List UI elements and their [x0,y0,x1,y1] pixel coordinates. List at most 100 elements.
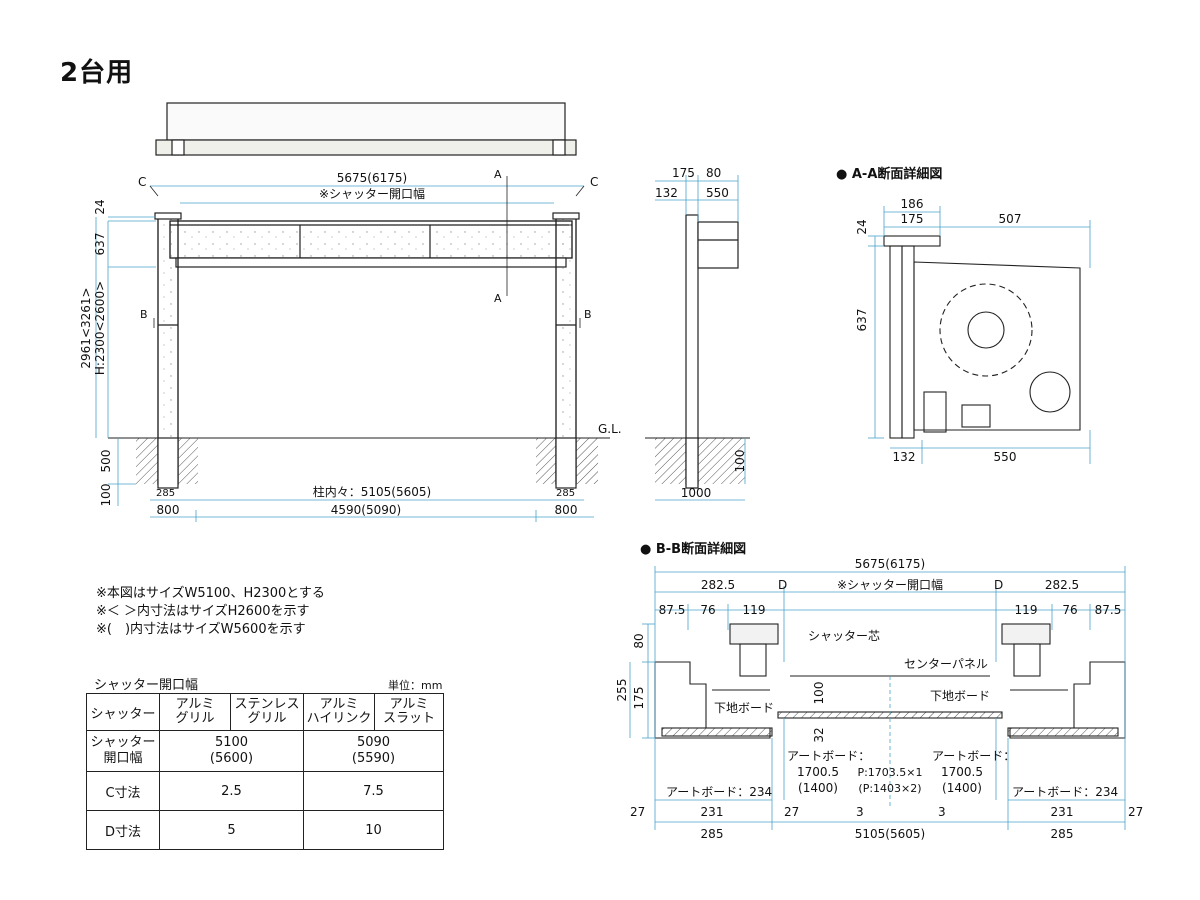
aa-550: 550 [994,450,1017,464]
bb-282-right: 282.5 [1045,578,1079,592]
dim-800-right: 800 [555,503,578,517]
table-caption: シャッター開口幅 [94,678,199,693]
aa-507: 507 [999,212,1022,226]
label-c-left: C [138,175,146,189]
bb-231-right: 231 [1051,805,1074,819]
bb-76-left: 76 [700,603,715,617]
bb-base-board-left: 下地ボード [714,701,774,715]
label-c-right: C [590,175,598,189]
side-1000: 1000 [681,486,712,500]
label-b-right: B [584,308,592,321]
dim-4590: 4590(5090) [331,503,401,517]
row-open-label: シャッター 開口幅 [86,730,160,772]
bb-80: 80 [632,633,646,648]
bb-inner: 5105(5605) [855,827,925,841]
bb-art-right-label: アートボード： [932,749,1015,763]
aa-637: 637 [855,309,869,332]
note-2: ※＜ ＞内寸法はサイズH2600を示す [96,604,310,619]
bb-total: 5675(6175) [855,557,925,571]
note-1: ※本図はサイズW5100、H2300とする [96,586,325,601]
dim-800-left: 800 [157,503,180,517]
bb-d-right: D [994,578,1003,592]
open-grill: 5100 (5600) [159,730,304,772]
aa-175: 175 [901,212,924,226]
bb-875-left: 87.5 [659,603,686,617]
open-other: 5090 (5590) [303,730,444,772]
table-corner: シャッター [86,693,160,731]
bb-119-right: 119 [1015,603,1038,617]
bb-art-1400-left: (1400) [798,781,838,795]
col-grill-stainless: ステンレス グリル [230,693,304,731]
page-title: 2台用 [60,58,134,88]
bb-base-board-right: 下地ボード [930,689,990,703]
c-other: 7.5 [303,771,444,811]
bb-center-panel: センターパネル [904,657,988,671]
bb-art-1700-right: 1700.5 [941,765,983,779]
bb-100: 100 [812,682,826,705]
bb-shutter-core: シャッター芯 [808,629,880,643]
bb-art-1400-right: (1400) [942,781,982,795]
dim-h: H:2300<2600> [93,281,107,375]
col-grill-alu: アルミ グリル [159,693,231,731]
aa-section [883,235,1081,439]
bb-175: 175 [632,687,646,710]
bb-section-title: ● B-B断面詳細図 [640,542,747,557]
d-other: 10 [303,810,444,850]
aa-132: 132 [893,450,916,464]
bb-dimensions [629,566,1126,830]
bb-section [654,623,1126,739]
bb-3-left: 3 [856,805,864,819]
dim-500: 500 [99,450,113,473]
c-grill: 2.5 [159,771,304,811]
bb-art-1700-left: 1700.5 [797,765,839,779]
dim-total-height: 2961<3261> [79,287,93,368]
side-100: 100 [733,450,747,473]
col-hilink: アルミ ハイリンク [303,693,375,731]
row-d-label: D寸法 [86,810,160,850]
bb-opening: ※シャッター開口幅 [837,577,943,592]
bb-27-mid: 27 [784,805,799,819]
bb-875-right: 87.5 [1095,603,1122,617]
aa-dimensions [868,206,1091,464]
bb-3-right: 3 [938,805,946,819]
bb-282-left: 282.5 [701,578,735,592]
bb-pitch1: P:1703.5×1 [857,766,922,779]
aa-24: 24 [855,219,869,234]
dim-100: 100 [99,484,113,507]
side-dimensions [655,175,746,501]
plan-view [155,102,577,156]
bb-255: 255 [615,679,629,702]
col-slat: アルミ スラット [374,693,444,731]
bb-art-left-label: アートボード： [787,749,870,763]
bb-76-right: 76 [1062,603,1077,617]
table-unit: 単位：mm [388,679,443,692]
bb-27-right: 27 [1128,805,1143,819]
bb-119-left: 119 [743,603,766,617]
front-dimensions [95,176,594,522]
label-gl: G.L. [598,422,622,436]
bb-d-left: D [778,578,787,592]
side-view [645,214,750,489]
dim-285-right: 285 [556,488,575,499]
note-3: ※( )内寸法はサイズW5600を示す [96,622,306,637]
dim-inner: 柱内々：5105(5605) [313,484,431,499]
bb-pitch2: (P:1403×2) [858,782,921,795]
bb-27-left: 27 [630,805,645,819]
d-grill: 5 [159,810,304,850]
bb-285-left: 285 [701,827,724,841]
front-total-width: 5675(6175) [337,171,407,185]
side-132: 132 [655,186,678,200]
spec-table: シャッター アルミ グリル ステンレス グリル アルミ ハイリンク アルミ スラ… [86,693,444,850]
front-opening-width: ※シャッター開口幅 [319,186,425,201]
bb-32: 32 [812,727,826,742]
side-175: 175 [672,166,695,180]
dim-285-left: 285 [156,488,175,499]
bb-231-left: 231 [701,805,724,819]
side-80: 80 [706,166,721,180]
dim-637: 637 [93,233,107,256]
aa-186: 186 [901,197,924,211]
label-a-top: A [494,168,502,181]
dim-24: 24 [93,199,107,214]
